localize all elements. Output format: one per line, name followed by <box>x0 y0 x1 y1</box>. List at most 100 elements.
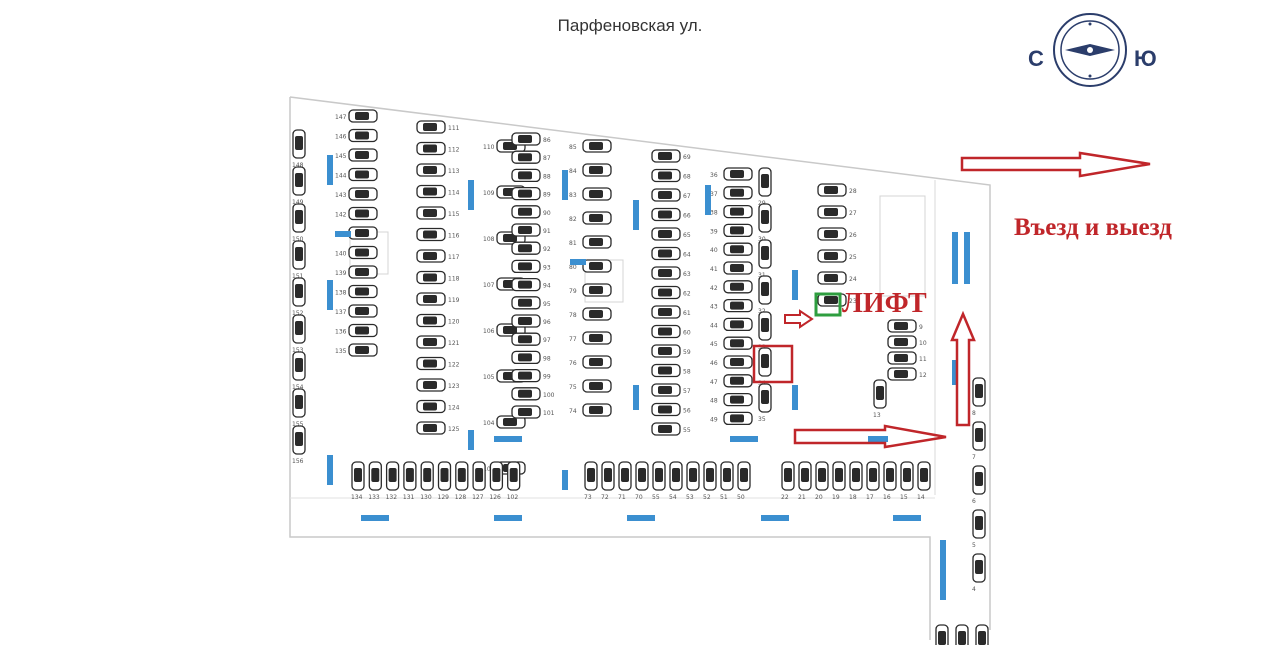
parking-spot: 70 <box>635 461 649 501</box>
car-roof <box>589 358 603 366</box>
car-roof <box>761 354 769 368</box>
car-roof <box>518 280 532 289</box>
traffic-arrow <box>327 455 333 485</box>
spot-number: 154 <box>292 384 304 391</box>
spot-number: 130 <box>420 494 432 501</box>
spot-number: 122 <box>448 362 460 369</box>
parking-spot: 17 <box>866 461 880 501</box>
spot-number: 59 <box>683 349 691 356</box>
parking-spot: 71 <box>618 461 632 501</box>
parking-spot: 92 <box>511 241 551 255</box>
spot-number: 89 <box>543 192 551 199</box>
car-roof <box>658 152 672 160</box>
parking-spot: 98 <box>511 350 551 365</box>
spot-number: 27 <box>849 210 857 217</box>
parking-spot: 126 <box>489 461 504 501</box>
car-roof <box>518 371 532 380</box>
parking-spot: 75 <box>569 379 612 393</box>
spot-number: 118 <box>448 276 460 283</box>
car-roof <box>518 335 532 344</box>
parking-spot: 151 <box>292 240 306 280</box>
spot-number: 134 <box>351 494 363 501</box>
car-roof <box>761 174 769 188</box>
marked-spot-34 <box>752 344 794 384</box>
parking-spot: 150 <box>292 203 306 243</box>
spot-number: 132 <box>386 494 398 501</box>
car-roof <box>975 560 983 574</box>
spot-number: 55 <box>683 427 691 434</box>
car-roof <box>503 234 517 242</box>
traffic-arrow <box>952 360 958 385</box>
car-roof <box>658 249 672 258</box>
car-roof <box>587 468 595 482</box>
spot-number: 81 <box>569 240 577 247</box>
traffic-arrow <box>494 515 522 521</box>
parking-spot: 57 <box>651 383 691 397</box>
parking-spot: 45 <box>710 336 753 350</box>
car-roof <box>655 468 663 482</box>
parking-spot: 143 <box>335 187 378 201</box>
spot-number: 143 <box>335 192 347 199</box>
parking-spot: 139 <box>335 265 378 279</box>
spot-number: 117 <box>448 254 460 261</box>
car-roof <box>604 468 612 482</box>
compass: С Ю <box>1024 10 1164 90</box>
parking-spot: 47 <box>710 374 753 388</box>
parking-spot: 9 <box>887 319 923 333</box>
traffic-arrow <box>335 231 351 237</box>
spot-number: 121 <box>448 340 460 347</box>
parking-spot: 136 <box>335 323 378 338</box>
spot-number: 151 <box>292 273 304 280</box>
parking-spot: 156 <box>292 425 306 465</box>
spot-number: 123 <box>448 383 460 390</box>
spot-number: 87 <box>543 155 551 162</box>
parking-spot: 42 <box>710 280 753 294</box>
car-roof <box>355 268 369 276</box>
parking-spot: 116 <box>416 227 460 242</box>
car-roof <box>589 238 603 246</box>
spot-number: 68 <box>683 174 691 181</box>
car-roof <box>730 358 744 366</box>
parking-spot: 51 <box>720 461 734 501</box>
spot-number: 126 <box>489 494 501 501</box>
parking-spot: 85 <box>569 139 612 153</box>
car-roof <box>876 386 884 400</box>
car-roof <box>975 516 983 530</box>
spot-number: 149 <box>292 199 304 206</box>
car-roof <box>658 347 672 355</box>
parking-spot: 10 <box>887 335 927 349</box>
spot-number: 10 <box>919 340 927 347</box>
parking-spot: 128 <box>455 461 469 501</box>
car-roof <box>589 310 603 318</box>
car-roof <box>518 262 532 271</box>
car-roof <box>355 112 369 120</box>
spot-number: 83 <box>569 192 577 199</box>
spot-number: 67 <box>683 193 691 200</box>
spot-number: 152 <box>292 310 304 317</box>
spot-number: 146 <box>335 134 347 141</box>
car-roof <box>730 207 744 216</box>
parking-spot: 7 <box>972 421 986 461</box>
traffic-arrow <box>494 436 522 442</box>
car-roof <box>621 468 629 482</box>
parking-spot: 31 <box>758 239 772 279</box>
spot-number: 64 <box>683 252 691 259</box>
parking-spot: 155 <box>292 388 306 428</box>
lift-marker <box>814 292 842 317</box>
parking-spot: 8 <box>972 377 986 417</box>
car-roof <box>423 187 437 196</box>
car-roof <box>518 207 532 216</box>
car-roof <box>503 418 517 426</box>
parking-spot: 6 <box>972 465 986 505</box>
traffic-arrow <box>562 470 568 490</box>
spot-number: 39 <box>710 228 718 235</box>
car-roof <box>518 153 532 162</box>
spot-number: 19 <box>832 494 840 501</box>
parking-spot: 96 <box>511 314 551 328</box>
car-roof <box>423 359 437 368</box>
exit-arrow <box>960 151 1151 178</box>
parking-spot: 18 <box>849 461 863 501</box>
spot-number: 46 <box>710 360 718 367</box>
parking-spot: 114 <box>416 184 460 199</box>
car-roof <box>761 318 769 332</box>
